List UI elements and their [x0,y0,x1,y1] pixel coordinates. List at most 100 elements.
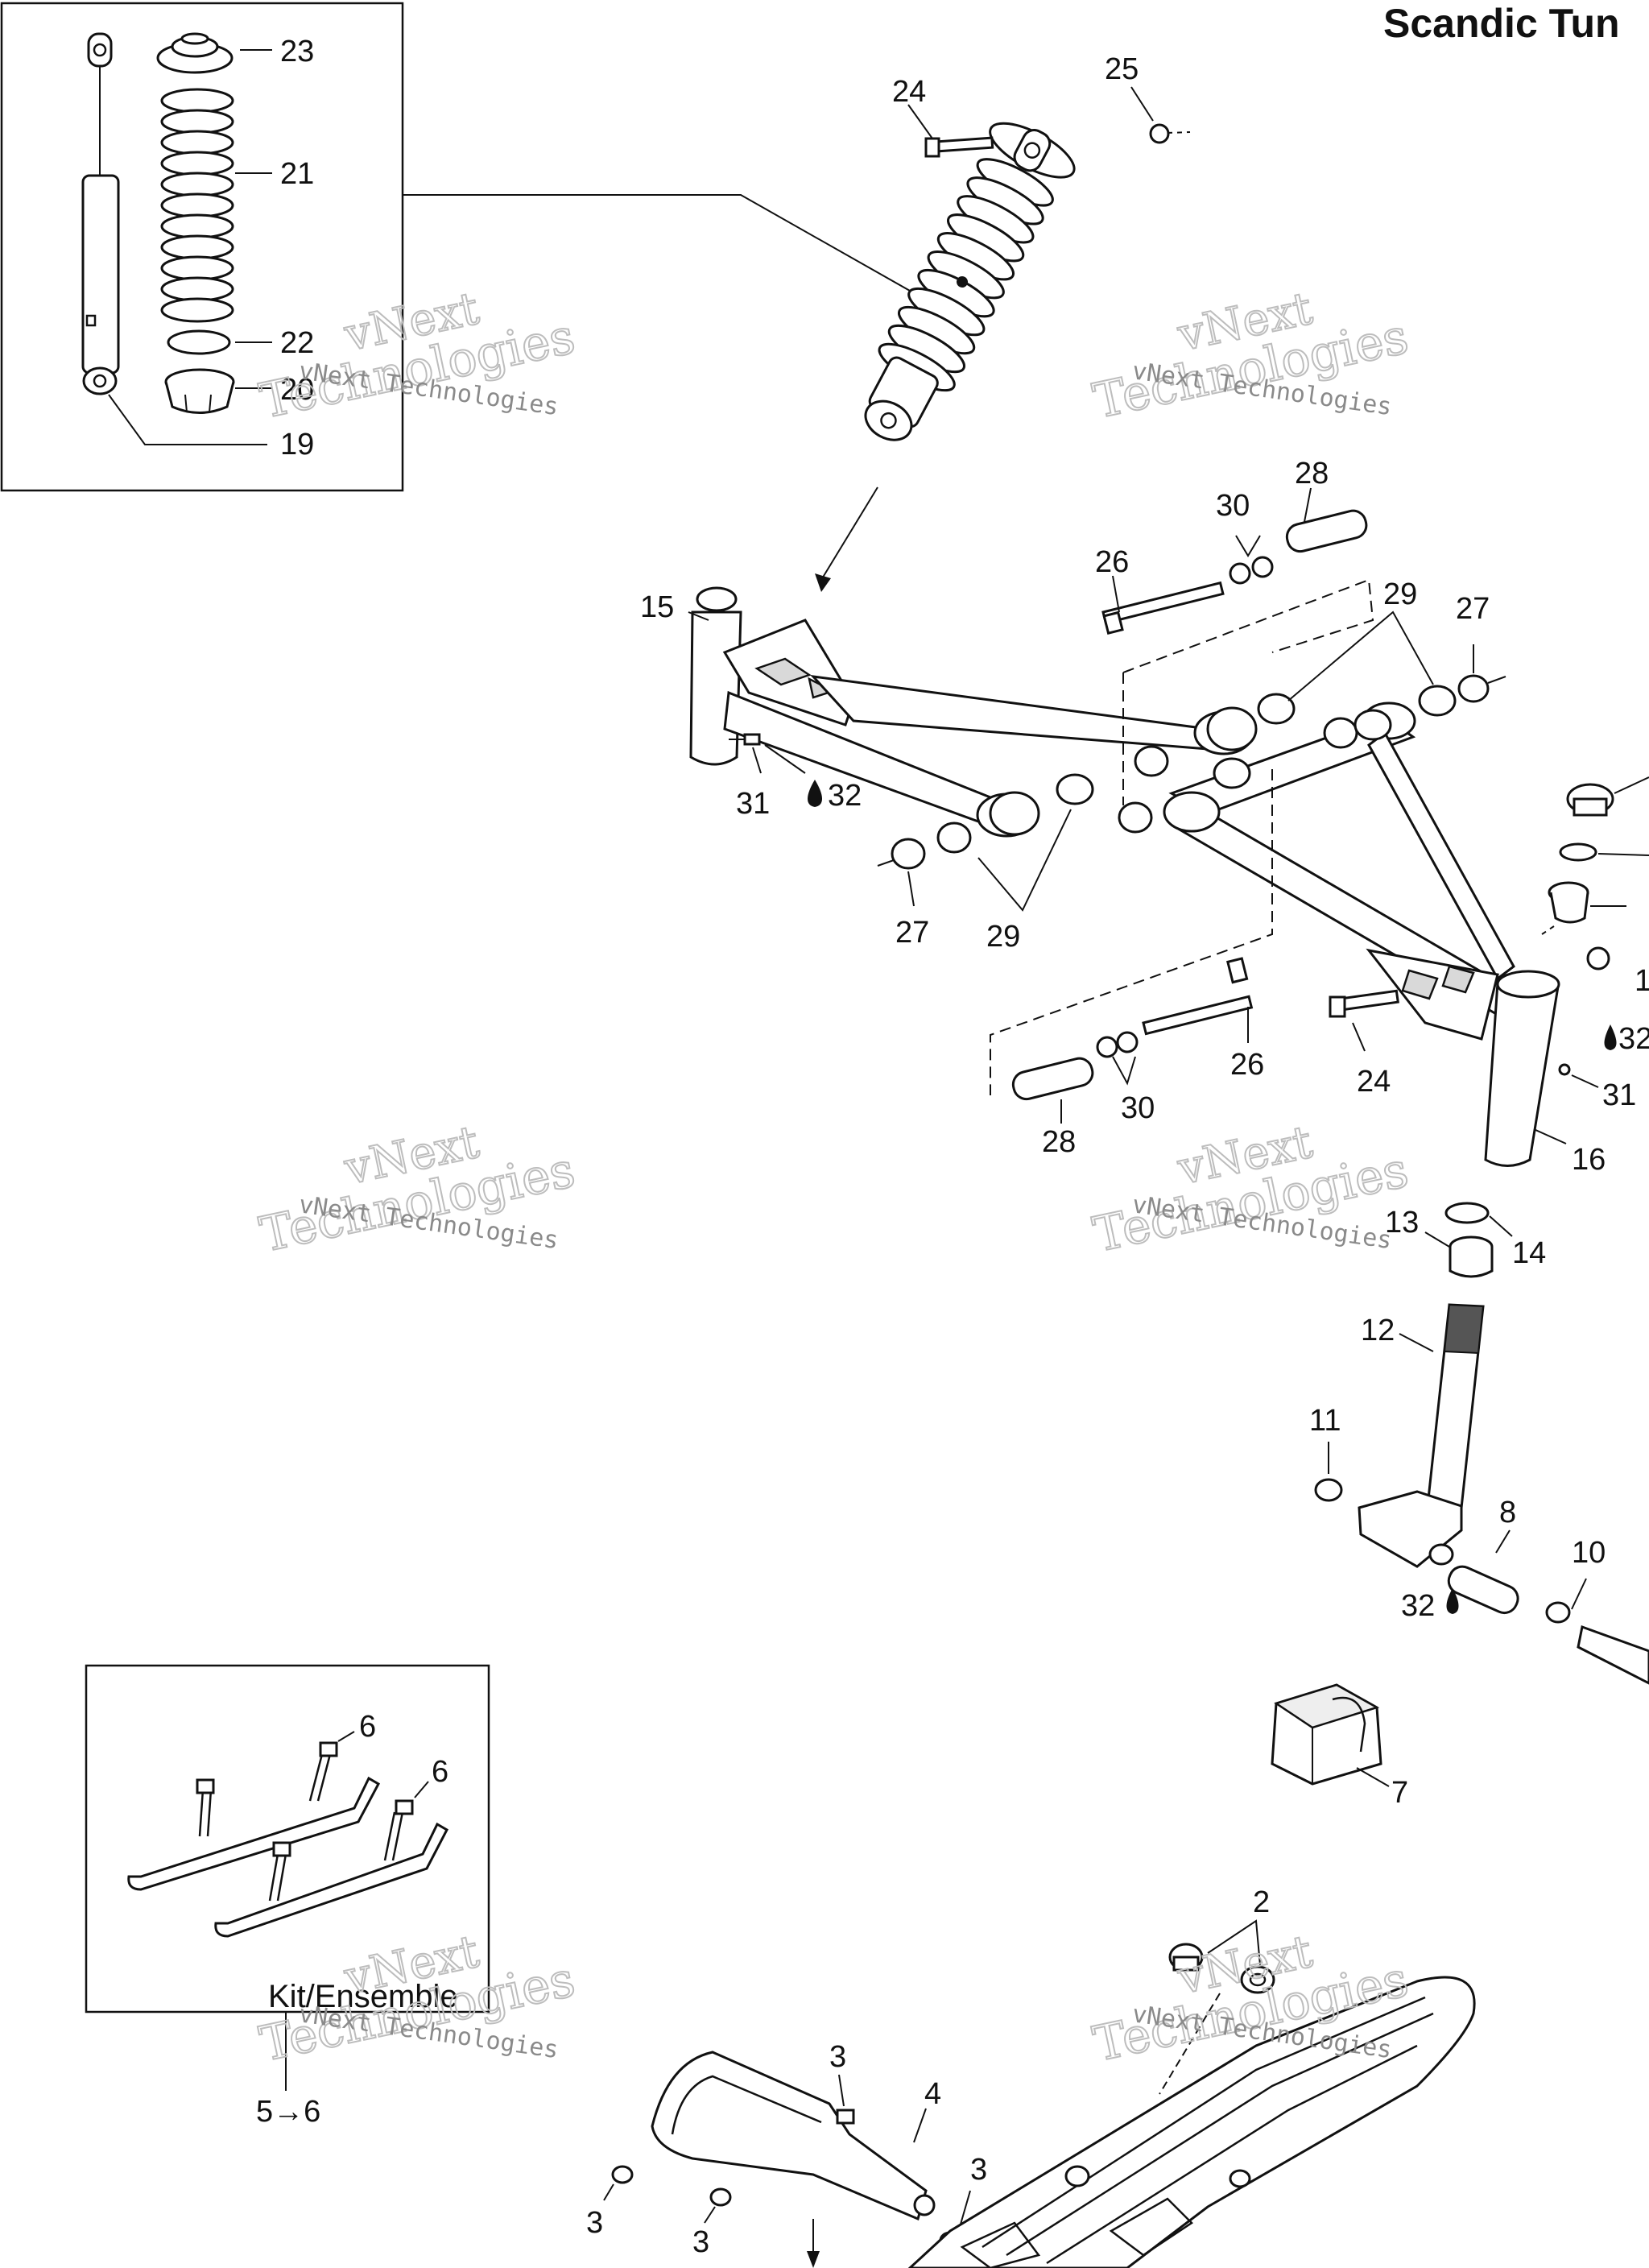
callout-26-top: 26 [1095,545,1129,579]
callout-28-top: 28 [1295,457,1329,490]
oil-drop-icon-right [1604,1024,1617,1050]
callout-7: 7 [1391,1776,1408,1810]
callout-1-partial: 1 [1635,964,1649,998]
callout-6-b: 6 [432,1755,448,1789]
callout-12: 12 [1361,1314,1395,1347]
callout-20: 20 [280,373,314,407]
right-edge-parts [1541,776,1649,935]
callout-10: 10 [1572,1536,1606,1570]
spring-coil [160,172,234,197]
spindle-12 [1358,1303,1485,1568]
nut-right [1586,946,1610,971]
ski-handle-4 [651,2051,936,2221]
callout-16: 16 [1572,1143,1606,1177]
bolt-26-bottom [1142,957,1254,1036]
bushings-29 [936,685,1457,854]
callout-27-right: 27 [1456,592,1490,626]
spring-coil [160,151,234,176]
spring-coil [160,234,234,260]
spring-coil [160,130,234,155]
spring-coil [160,109,234,135]
callout-4: 4 [924,2077,941,2111]
inset-leader [403,194,959,319]
bushing-13 [1449,1235,1494,1278]
callout-27-left: 27 [895,916,929,950]
callout-28-bottom: 28 [1042,1125,1076,1159]
callout-30-top: 30 [1216,489,1250,523]
callout-2: 2 [1253,1885,1270,1919]
bolt-26-top [1101,581,1225,635]
callout-29-right: 29 [1383,577,1417,611]
grease-fitting-31-right [1558,1063,1571,1076]
callout-3-d: 3 [970,2153,987,2187]
bushing-8 [1447,1565,1519,1615]
washer-30-a [1229,562,1251,585]
callout-19: 19 [280,428,314,461]
bolt-24-top [924,136,994,158]
runner-upper [127,1741,381,1891]
oil-drop-icon-left [808,780,822,807]
kit-inset: 6 6 Kit/Ensemble [85,1664,490,2014]
callout-13: 13 [1385,1206,1419,1240]
diagram-title: Scandic Tun [1383,1,1620,46]
nut-25 [1149,123,1170,144]
oil-drop-icon-spindle [1446,1588,1459,1614]
washer-30-c [1096,1036,1118,1058]
nut-11 [1314,1478,1343,1502]
shock-absorber-part [81,32,120,395]
grease-fitting-31-left [729,733,761,746]
callout-11: 11 [1309,1404,1341,1438]
ski-part [907,1976,1476,2268]
spacer-28-top [1285,509,1368,553]
rubber-stopper-7 [1271,1683,1382,1786]
callout-29-left: 29 [986,920,1020,954]
callout-6-a: 6 [359,1710,376,1744]
runner-lower [214,1799,448,1938]
nuts-27 [877,674,1506,870]
callout-22: 22 [280,326,314,360]
upper-a-arm-part [689,586,1254,838]
spring-seat-ring-part [167,329,231,355]
washer-10 [1545,1601,1571,1624]
callout-32-spindle: 32 [1401,1589,1435,1623]
callout-32-right: 32 [1618,1022,1649,1056]
spring-cap-part [156,32,234,74]
callout-31-right: 31 [1602,1078,1636,1112]
washer-14 [1444,1202,1490,1224]
callout-25: 25 [1105,52,1139,86]
spring-coil [160,192,234,218]
callout-15: 15 [640,590,674,624]
callout-23: 23 [280,35,314,68]
spring-coil [160,276,234,302]
spring-adjuster-part [164,368,235,414]
spring-coil [160,88,234,114]
spacer-28-bottom [1011,1057,1094,1101]
spring-coil [160,255,234,281]
bolt-24-bottom [1329,989,1399,1018]
bushings-2 [1168,1943,1275,1994]
spring-coil [160,297,234,323]
washer-30-d [1116,1031,1139,1053]
washer-30-b [1251,556,1274,578]
callout-3-b: 3 [586,2206,603,2240]
callout-31-left: 31 [736,787,770,821]
callout-14: 14 [1512,1236,1546,1270]
spring-coil [160,213,234,239]
callout-26-bottom: 26 [1230,1048,1264,1082]
callout-24-top: 24 [892,75,926,109]
callout-24-bottom: 24 [1357,1065,1391,1099]
callout-3-c: 3 [692,2225,709,2259]
callout-8: 8 [1499,1496,1516,1529]
shock-assembly [864,122,1076,441]
callout-3-a: 3 [829,2040,846,2074]
axle-bolt-partial [1577,1624,1649,1685]
callout-30-bottom: 30 [1121,1091,1155,1125]
kit-ref: 5→6 [256,2095,320,2129]
shock-inset: 23 21 22 20 19 [0,2,404,492]
callout-21: 21 [280,157,314,191]
callout-32-left: 32 [828,779,862,813]
coil-spring-part [160,88,234,323]
kit-label: Kit/Ensemble [268,1979,458,2014]
